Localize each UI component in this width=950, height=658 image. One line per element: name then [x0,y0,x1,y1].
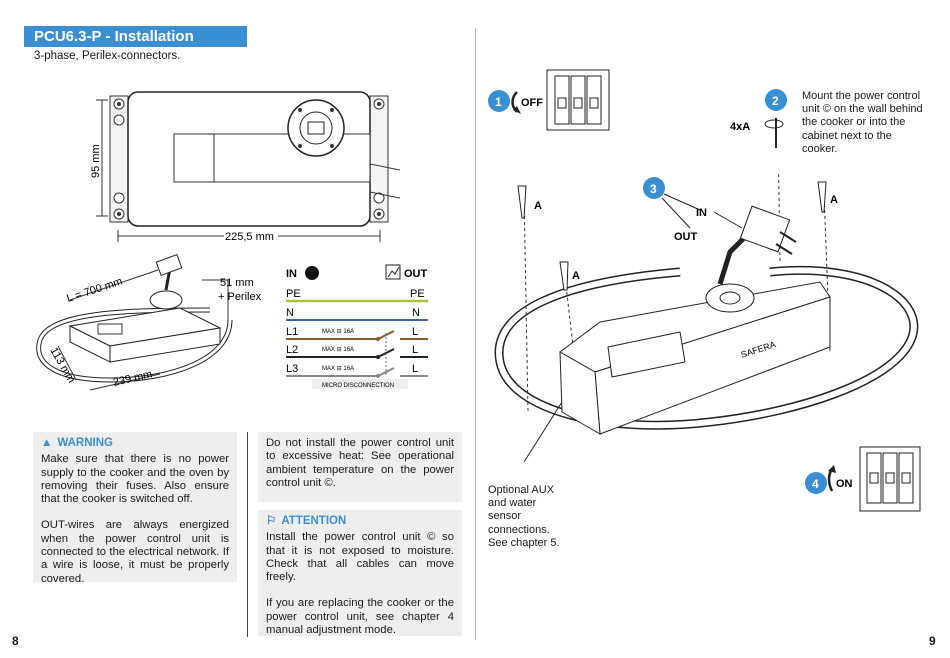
screw-label-2: A [572,270,580,282]
step-1-number: 1 [495,95,502,109]
flag-icon: ⚐ [266,515,277,527]
page-divider [475,28,476,640]
wire-n-left: N [286,307,294,319]
screw-label-1: A [534,200,542,212]
page-title: PCU6.3-P - Installation [24,26,247,47]
heat-note-box: Do not install the power control unit to… [258,432,462,502]
attention-heading: ATTENTION [281,515,347,527]
step-2-diagram: 2 4xA [730,89,787,148]
micro-disconnection-label: MICRO DISCONNECTION [322,383,394,389]
page-subtitle: 3-phase, Perilex-connectors. [34,50,181,62]
wire-l2-max: MAX ⊟ 16A [322,347,354,353]
warning-heading: WARNING [57,437,113,449]
warning-text-2: OUT-wires are always energized when the … [41,519,229,585]
wire-l3-left: L3 [286,363,298,375]
wire-l3-right: L [412,363,418,375]
wire-n-right: N [412,307,420,319]
step-3-out-label: OUT [674,231,698,243]
optional-connections-text: Optional AUX and water sensor connection… [488,484,560,549]
step-1-label: OFF [521,97,543,109]
dim-depth: 113 mm [47,346,77,386]
screw-label-3: A [830,194,838,206]
step-2-screws: 4xA [730,121,750,133]
step-2-number: 2 [772,94,779,108]
step-2-text: Mount the power control unit © on the wa… [802,90,923,155]
wire-l3-max: MAX ⊟ 16A [322,366,354,372]
dim-width: 225,5 mm [225,231,274,243]
step-4-number: 4 [812,477,819,491]
step-3-number: 3 [650,182,657,196]
device-cable-diagram: L = 700 mm 51 mm + Perilex 113 mm 239 mm [36,254,262,391]
wire-pe-right: PE [410,288,425,300]
wire-l1-right: L [412,326,418,338]
step-4-diagram: 4 ON [805,446,921,512]
attention-box: ⚐ ATTENTION Install the power control uni… [258,510,462,636]
device-top-view-diagram: 95 mm 225,5 mm [90,91,400,243]
page-number-left: 8 [12,634,19,648]
in-dot-icon [305,266,319,280]
wiring-in-label: IN [286,268,297,280]
dim-perilex: + Perilex [218,291,262,303]
wire-l2-left: L2 [286,344,298,356]
dim-width-2: 239 mm [112,368,153,389]
step-4-label: ON [836,478,853,490]
attention-text-2: If you are replacing the cooker or the p… [266,597,454,637]
dim-perilex-length: 51 mm [220,277,254,289]
warning-icon: ▲ [41,437,53,449]
installation-diagram: A A A SAFERA 3 IN OUT [494,172,919,463]
column-divider [247,432,248,637]
step-3-in-label: IN [696,207,707,219]
dim-cable-length: L = 700 mm [65,276,124,305]
step-1-diagram: 1 OFF [488,69,610,131]
attention-text-1: Install the power control unit © so that… [266,531,454,584]
wiring-diagram: IN OUT PE PE N N L1 MAX ⊟ 16A L L2 MAX ⊟… [286,264,428,389]
page-number-right: 9 [929,634,936,648]
wire-l1-max: MAX ⊟ 16A [322,329,354,335]
wire-l2-right: L [412,344,418,356]
heat-note-text: Do not install the power control unit to… [266,437,454,489]
dim-height: 95 mm [90,144,102,178]
wire-pe-left: PE [286,288,301,300]
wiring-out-label: OUT [404,268,428,280]
wire-l1-left: L1 [286,326,298,338]
warning-box: ▲ WARNING Make sure that there is no powe… [33,432,237,585]
warning-text-1: Make sure that there is no power supply … [41,453,229,506]
